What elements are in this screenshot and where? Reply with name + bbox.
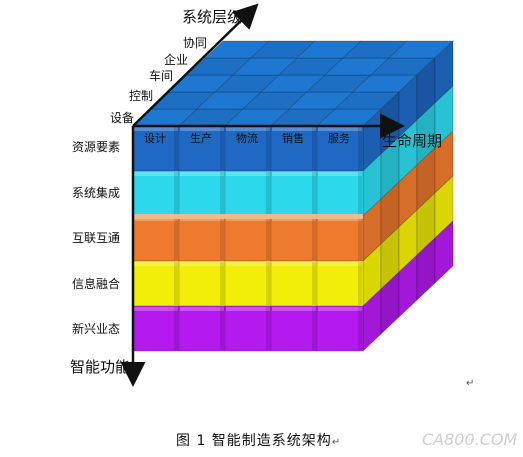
front-face-cell <box>178 305 226 352</box>
figure-caption: 图 1 智能制造系统架构↵ <box>176 430 341 450</box>
front-cell-shadow <box>312 127 316 170</box>
front-cell-shadow <box>174 262 178 305</box>
front-cell-shadow <box>266 217 270 260</box>
front-cell-shadow <box>312 307 316 350</box>
front-cell-shadow <box>358 262 362 305</box>
front-cell-highlight <box>134 127 178 131</box>
front-face-cell <box>224 260 272 307</box>
front-face-cell <box>270 170 318 217</box>
front-cell-shadow <box>174 307 178 350</box>
system-level-control: 控制 <box>129 89 154 103</box>
front-cell-shadow <box>312 262 316 305</box>
front-cell-shadow <box>358 127 362 170</box>
system-level-equipment: 设备 <box>110 111 135 125</box>
front-cell-highlight <box>180 127 224 131</box>
front-face-cell <box>316 305 364 352</box>
front-cell-highlight <box>226 127 270 131</box>
front-cell-highlight <box>318 262 362 266</box>
front-cell-shadow <box>174 217 178 260</box>
front-cell-shadow <box>220 262 224 305</box>
side-face-cell <box>434 220 454 284</box>
front-cell-shadow <box>174 127 178 170</box>
front-cell-shadow <box>266 127 270 170</box>
front-face-cell <box>224 305 272 352</box>
front-face-cell <box>316 170 364 217</box>
life-cycle-design: 设计 <box>144 132 166 145</box>
front-face-cell <box>270 260 318 307</box>
front-cell-shadow <box>358 172 362 215</box>
figure-caption-text: 图 1 智能制造系统架构 <box>176 433 332 449</box>
front-cell-highlight <box>134 307 178 311</box>
front-face-cell <box>224 170 272 217</box>
system-level-axis-arrow <box>132 3 259 127</box>
front-cell-highlight <box>318 127 362 131</box>
front-cell-shadow <box>174 172 178 215</box>
front-cell-shadow <box>220 217 224 260</box>
front-face-cell <box>178 260 226 307</box>
system-level-collaboration: 协同 <box>183 36 208 50</box>
front-face-cell <box>132 215 180 262</box>
front-cell-highlight <box>226 172 270 176</box>
front-face-cell <box>270 215 318 262</box>
front-cell-highlight <box>180 172 224 176</box>
system-level-workshop: 车间 <box>149 69 174 83</box>
front-cell-highlight <box>226 262 270 266</box>
front-face-cell <box>178 215 226 262</box>
front-face-cell <box>132 170 180 217</box>
front-cell-shadow <box>358 217 362 260</box>
life-cycle-production: 生产 <box>190 132 212 145</box>
front-cell-shadow <box>358 307 362 350</box>
function-interconnection: 互联互通 <box>72 231 121 245</box>
front-cell-highlight <box>134 262 178 266</box>
front-cell-highlight <box>272 127 316 131</box>
front-cell-highlight <box>272 307 316 311</box>
watermark: CA800.COM <box>422 430 518 449</box>
function-new-business: 新兴业态 <box>72 322 121 336</box>
front-face-cell <box>132 260 180 307</box>
system-level-axis-label: 系统层级 <box>182 8 243 26</box>
function-resource-elements: 资源要素 <box>72 140 121 154</box>
front-cell-highlight <box>180 262 224 266</box>
front-cell-highlight <box>226 307 270 311</box>
front-face-cell <box>132 305 180 352</box>
front-cell-shadow <box>220 307 224 350</box>
function-information-fusion: 信息融合 <box>72 277 121 291</box>
front-face-cell <box>316 260 364 307</box>
front-cell-shadow <box>220 127 224 170</box>
front-face-cell <box>316 215 364 262</box>
life-cycle-sales: 销售 <box>282 132 304 145</box>
paragraph-mark: ↵ <box>466 378 475 389</box>
system-level-enterprise: 企业 <box>164 53 189 67</box>
front-cell-highlight <box>180 307 224 311</box>
front-cell-shadow <box>312 172 316 215</box>
front-face-cell <box>224 215 272 262</box>
cube-body <box>131 40 455 352</box>
front-cell-shadow <box>266 262 270 305</box>
front-cell-highlight <box>134 172 178 176</box>
life-cycle-logistics: 物流 <box>236 132 258 145</box>
life-cycle-axis-label: 生命周期 <box>382 132 443 150</box>
life-cycle-service: 服务 <box>328 132 350 145</box>
front-cell-shadow <box>266 307 270 350</box>
front-cell-highlight <box>272 262 316 266</box>
front-cell-highlight <box>272 172 316 176</box>
front-face-cell <box>178 170 226 217</box>
layer-separator <box>133 214 363 219</box>
front-cell-highlight <box>318 172 362 176</box>
front-face-cell <box>270 305 318 352</box>
front-cell-highlight <box>318 307 362 311</box>
front-cell-shadow <box>266 172 270 215</box>
function-system-integration: 系统集成 <box>72 186 121 200</box>
front-cell-shadow <box>220 172 224 215</box>
caption-paragraph-mark: ↵ <box>331 437 342 448</box>
intelligent-function-axis-label: 智能功能 <box>70 358 131 376</box>
front-cell-shadow <box>312 217 316 260</box>
